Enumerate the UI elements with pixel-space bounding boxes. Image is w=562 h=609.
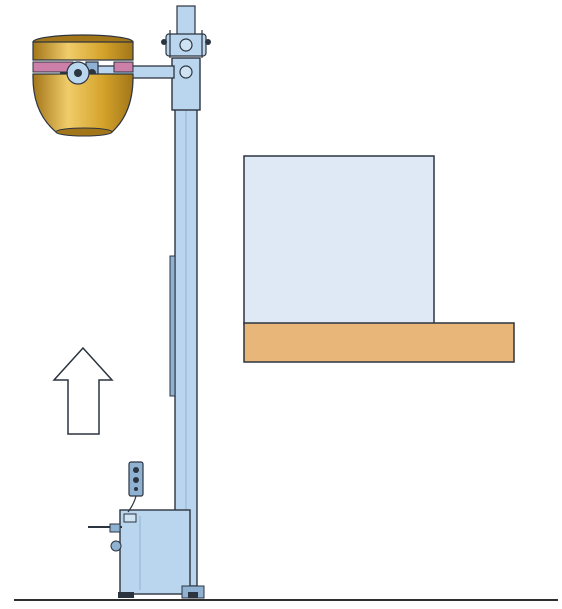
target-container (243, 155, 515, 363)
shelf-platform (243, 322, 515, 363)
base-housing (119, 509, 191, 595)
bucket-hopper (32, 34, 134, 137)
base-knob (110, 540, 122, 552)
base-unit (88, 509, 205, 599)
column-rear-rail (169, 255, 176, 397)
up-arrow-icon (52, 346, 114, 435)
lift-column (161, 5, 211, 587)
control-pendant (127, 461, 144, 513)
target-box (243, 155, 435, 325)
